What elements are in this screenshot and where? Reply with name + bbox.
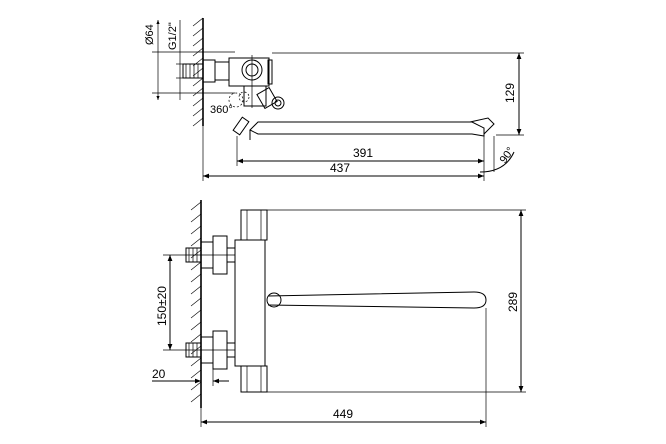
label-391: 391 — [353, 146, 373, 160]
front-view: 150±20 20 289 449 — [152, 200, 526, 427]
dim-height-front: 289 — [267, 209, 526, 393]
label-90: 90° — [498, 145, 517, 166]
rotation-indicator — [228, 91, 250, 108]
label-289: 289 — [506, 292, 520, 312]
wall-front — [190, 200, 202, 408]
label-150: 150±20 — [155, 286, 169, 326]
top-view: Ø64 G1/2" 129 360° 391 90 — [144, 17, 524, 181]
dim-overall-top: 437 — [202, 126, 485, 181]
dim-center-distance: 150±20 — [155, 254, 235, 351]
label-20: 20 — [152, 367, 166, 381]
pipe-fitting-top — [182, 59, 230, 83]
spout-top — [249, 117, 495, 140]
dim-thread: G1/2" — [167, 20, 184, 100]
label-diameter: Ø64 — [144, 24, 156, 45]
dim-wall-offset: 20 — [152, 367, 229, 386]
label-thread: G1/2" — [167, 22, 179, 50]
label-437: 437 — [330, 161, 350, 175]
dim-height-right: 129 — [272, 52, 524, 136]
label-449: 449 — [333, 407, 353, 421]
spout-front — [266, 291, 487, 309]
mixer-body-top — [228, 55, 273, 108]
label-rotation: 360° — [210, 104, 233, 116]
dim-spout-angle: 90° — [479, 136, 517, 173]
dim-spout-reach: 391 — [236, 136, 485, 166]
mixer-body-front — [234, 209, 268, 393]
dim-diameter: Ø64 — [144, 20, 235, 100]
diverter-top — [232, 86, 285, 136]
label-129: 129 — [503, 83, 517, 103]
dim-overall-front: 449 — [200, 308, 487, 427]
